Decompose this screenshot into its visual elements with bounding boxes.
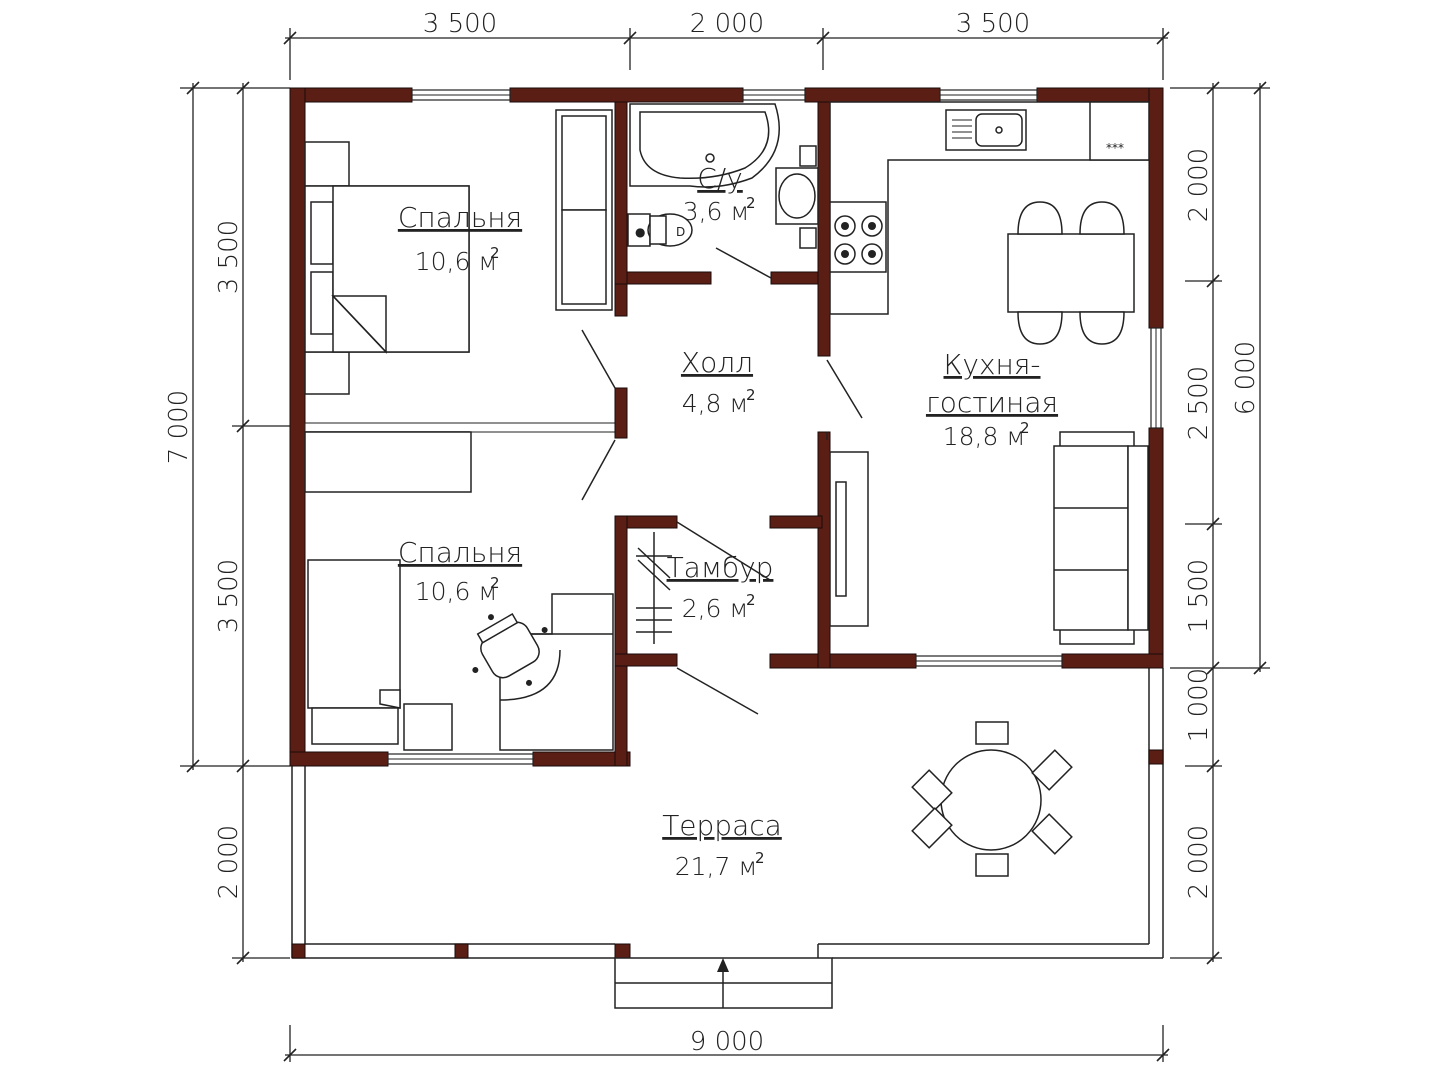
arrow-up-icon [717,958,729,972]
room-area-terrace: 21,7 м [675,852,757,881]
bedroom2-furniture [304,431,614,751]
kitchen-furniture: *** [829,101,1150,645]
dim-left-3: 2 000 [214,825,244,899]
dim-top-2: 2 000 [690,9,764,39]
room-name-terrace: Терраса [662,809,782,842]
label-bedroom2: Спальня 10,6 м 2 [398,536,522,606]
windows [387,89,1162,765]
room-name-bedroom1: Спальня [398,201,522,234]
label-bathroom: С/у 3,6 м 2 [683,162,756,226]
door-swings [581,247,863,715]
dim-top-3: 3 500 [956,9,1030,39]
room-area-exp-bedroom2: 2 [490,574,500,592]
room-name-kitchen-2: гостиная [926,386,1058,419]
room-area-kitchen: 18,8 м [943,422,1025,451]
dim-right-outer: 6 000 [1231,341,1261,415]
room-name-kitchen-1: Кухня- [944,348,1041,381]
dim-right-2: 2 500 [1184,366,1214,440]
label-kitchen: Кухня- гостиная 18,8 м 2 [926,348,1058,451]
dim-top-1: 3 500 [423,9,497,39]
room-area-hall: 4,8 м [682,389,749,418]
room-name-bedroom2: Спальня [398,536,522,569]
room-name-hall: Холл [681,346,753,379]
label-hall: Холл 4,8 м 2 [681,346,756,418]
dim-right-4: 1 000 [1184,668,1214,742]
vestibule-hooks [636,532,672,644]
room-area-exp-bathroom: 2 [746,194,756,212]
dim-left-outer: 7 000 [164,390,194,464]
dimension-left: 7 000 3 500 3 500 2 000 [164,81,290,965]
dimension-bottom: 9 000 [283,1025,1170,1062]
dim-right-3: 1 500 [1184,559,1214,633]
room-area-exp-terrace: 2 [755,849,765,867]
svg-text:●: ● [635,225,645,239]
bedroom1-furniture [304,109,613,395]
fridge-mark: *** [1106,141,1124,155]
room-area-exp-bedroom1: 2 [490,244,500,262]
dim-right-5: 2 000 [1184,825,1214,899]
dimension-right: 2 000 2 500 1 500 1 000 2 000 6 000 [1170,81,1270,965]
dim-left-2: 3 500 [214,559,244,633]
room-area-exp-kitchen: 2 [1020,419,1030,437]
room-name-vestibule: Тамбур [667,551,774,584]
room-area-vestibule: 2,6 м [682,594,749,623]
dimension-top: 3 500 2 000 3 500 [283,9,1170,80]
label-bedroom1: Спальня 10,6 м 2 [398,201,522,276]
bathroom-fixtures: ● D [627,103,819,249]
room-area-exp-vestibule: 2 [746,591,756,609]
room-area-bathroom: 3,6 м [683,197,750,226]
walls [289,87,1164,767]
terrace-table [911,721,1073,877]
dim-bottom: 9 000 [690,1027,764,1057]
room-area-exp-hall: 2 [746,386,756,404]
label-terrace: Терраса 21,7 м 2 [662,809,782,881]
svg-text:D: D [676,225,685,239]
room-area-bedroom1: 10,6 м [415,247,497,276]
room-area-bedroom2: 10,6 м [415,577,497,606]
dim-right-1: 2 000 [1184,148,1214,222]
terrace-outline [291,668,1164,959]
room-name-bathroom: С/у [697,162,743,195]
label-vestibule: Тамбур 2,6 м 2 [667,551,774,623]
dim-left-1: 3 500 [214,220,244,294]
